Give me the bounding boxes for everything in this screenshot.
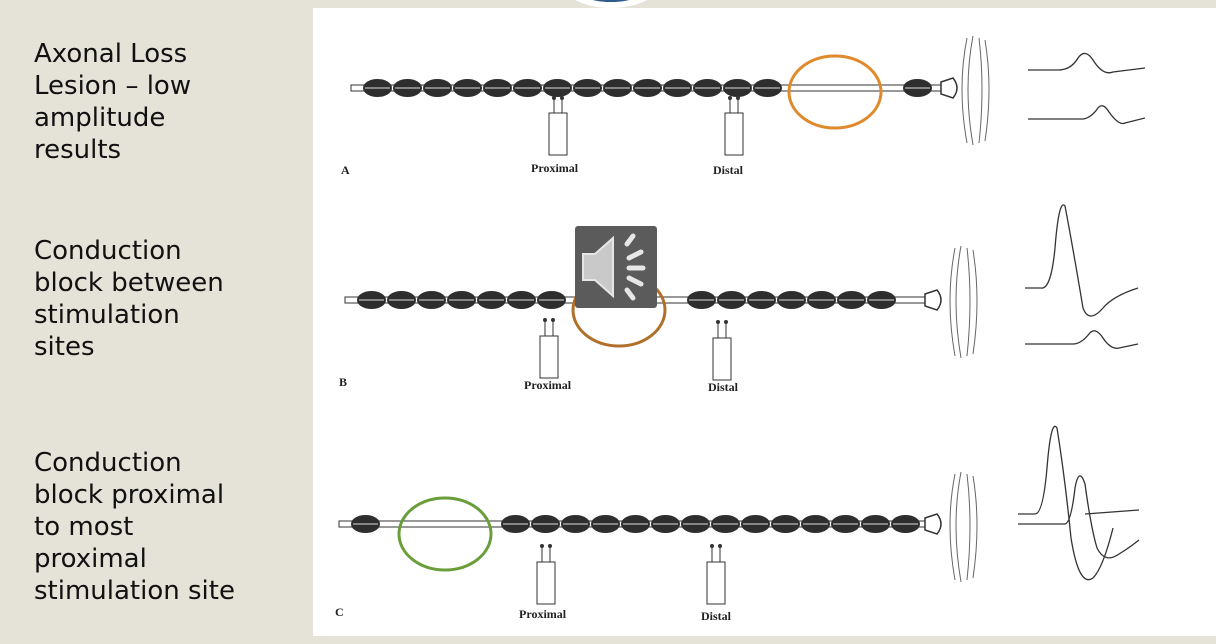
muscle-c xyxy=(949,471,978,583)
waveform-proximal-a xyxy=(1028,52,1146,74)
caption-block-proximal: Conduction block proximal to most proxim… xyxy=(34,448,235,606)
axon-b xyxy=(344,291,926,309)
label-proximal-b: Proximal xyxy=(524,378,572,392)
terminal-b xyxy=(924,289,942,311)
label-distal-b: Distal xyxy=(708,380,739,394)
panel-b: Proximal Distal B xyxy=(339,204,1139,394)
electrode-proximal-a xyxy=(548,96,568,156)
label-distal-c: Distal xyxy=(701,609,732,623)
axon-c xyxy=(338,515,926,533)
electrode-proximal-b xyxy=(539,318,559,379)
label-proximal-a: Proximal xyxy=(531,161,579,175)
logo-icon xyxy=(558,0,664,10)
waveform-distal-a xyxy=(1028,105,1146,125)
electrode-proximal-c xyxy=(536,544,556,605)
panel-c: Proximal Distal C xyxy=(335,425,1140,623)
panel-letter-c: C xyxy=(335,605,344,619)
lesion-circle-a xyxy=(787,54,883,130)
waveform-distal-c xyxy=(1018,475,1140,559)
panel-letter-b: B xyxy=(339,375,347,389)
electrode-distal-c xyxy=(706,544,726,605)
nerve-conduction-figure: Proximal Distal A xyxy=(313,8,1216,636)
caption-block-between-sites: Conduction block between stimulation sit… xyxy=(34,236,224,362)
lesion-circle-c xyxy=(397,496,493,572)
baseline-c xyxy=(1084,509,1140,515)
waveform-proximal-b xyxy=(1025,204,1139,317)
speaker-icon[interactable] xyxy=(575,226,657,308)
waveform-distal-b xyxy=(1025,330,1139,349)
terminal-a xyxy=(940,77,958,99)
panel-a: Proximal Distal A xyxy=(341,35,1146,177)
terminal-c xyxy=(924,513,942,535)
panel-letter-a: A xyxy=(341,163,350,177)
muscle-b xyxy=(949,245,978,359)
electrode-distal-a xyxy=(724,96,744,156)
muscle-a xyxy=(961,35,990,146)
electrode-distal-b xyxy=(712,320,732,381)
label-proximal-c: Proximal xyxy=(519,607,567,621)
label-distal-a: Distal xyxy=(713,163,744,177)
axon-a xyxy=(350,79,942,97)
caption-axonal-loss: Axonal Loss Lesion – low amplitude resul… xyxy=(34,39,192,165)
waveform-proximal-c xyxy=(1018,425,1114,581)
